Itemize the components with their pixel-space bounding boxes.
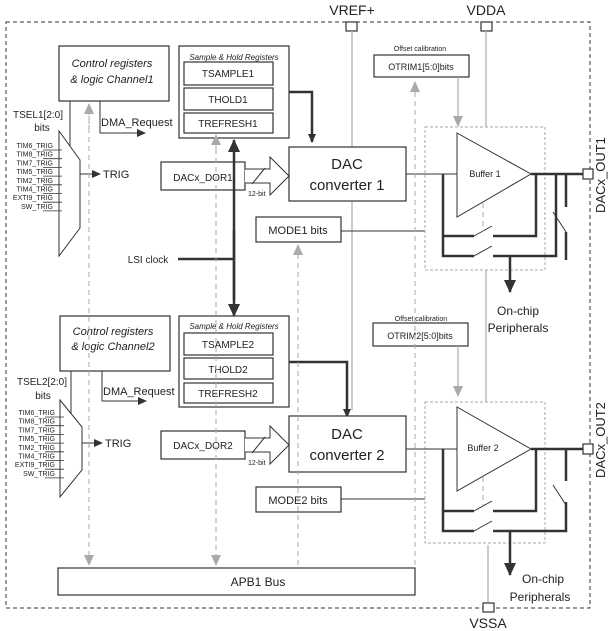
mode1-register xyxy=(255,216,342,243)
thold2-register xyxy=(183,357,274,380)
vdda-pin-label: VDDA xyxy=(467,2,507,18)
trefresh1-label: TREFRESH1 xyxy=(198,119,258,130)
trefresh2-label: TREFRESH2 xyxy=(198,389,258,400)
onchip-peripherals-ch1-2: Peripherals xyxy=(488,321,549,335)
dma-request-ch2: DMA_Request xyxy=(103,386,175,398)
bus-width-ch1: 12-bit xyxy=(248,191,266,198)
dac2-label: DAC xyxy=(331,426,363,443)
otrim1-register xyxy=(373,54,470,78)
trigger-source: TIM2_TRIG xyxy=(18,445,55,452)
trig-ch1-label: TRIG xyxy=(103,169,129,181)
vref-pin-label: VREF+ xyxy=(329,2,375,18)
thold1-register xyxy=(183,87,274,111)
vssa-pin xyxy=(482,602,495,613)
dor1-bus-arrow xyxy=(245,155,290,197)
vdda-pin xyxy=(480,21,493,32)
dor2-register xyxy=(160,430,246,460)
onchip-peripherals-ch1: On-chip xyxy=(497,304,539,318)
dor2-bus-arrow xyxy=(245,424,290,466)
trigger-source: TIM7_TRIG xyxy=(16,160,53,167)
onchip-peripherals-ch2-2: Peripherals xyxy=(510,590,571,604)
offset-calibration-ch2-title: Offset calibration xyxy=(395,316,448,323)
dma-request-ch1: DMA_Request xyxy=(101,117,173,129)
lsi-clock-label: LSI clock xyxy=(128,255,170,266)
trigger-source: TIM4_TRIG xyxy=(18,454,55,461)
tsel1-bits-label: bits xyxy=(34,123,50,134)
tsample1-label: TSAMPLE1 xyxy=(202,69,255,80)
tsel1-label: TSEL1[2:0] xyxy=(13,110,63,121)
onchip-peripherals-ch2: On-chip xyxy=(522,572,564,586)
trigger-source: TIM6_TRIG xyxy=(18,410,55,417)
dac-converter-2 xyxy=(288,415,407,473)
tsel2-label: TSEL2[2:0] xyxy=(17,377,67,388)
control-ch1-label: Control registers xyxy=(72,58,153,70)
buffer2-region xyxy=(424,401,546,544)
tsample1-register xyxy=(183,61,274,86)
trigger-source: TIM5_TRIG xyxy=(18,436,55,443)
trigger-source: EXTI9_TRIG xyxy=(15,462,55,469)
trigger-source: TIM2_TRIG xyxy=(16,178,53,185)
dac-peripheral-boundary xyxy=(5,21,591,609)
trigger-source: TIM7_TRIG xyxy=(18,427,55,434)
control-ch2-label-2: & logic Channel2 xyxy=(71,341,154,353)
dac-out1-label: DACx_OUT1 xyxy=(593,137,608,213)
apb1-bus-label: APB1 Bus xyxy=(231,575,286,589)
channel1-group: Control registers & logic Channel1 TSEL1… xyxy=(13,45,608,335)
control-registers-ch2 xyxy=(59,315,171,372)
buffer2-label: Buffer 2 xyxy=(467,443,498,453)
dac-out1-pin xyxy=(582,168,594,180)
offset-calibration-ch1-title: Offset calibration xyxy=(394,46,447,53)
dor1-label: DACx_DOR1 xyxy=(173,173,233,184)
apb1-bus xyxy=(57,567,416,596)
trigger-source: TIM4_TRIG xyxy=(16,187,53,194)
dac1-label-2: converter 1 xyxy=(309,177,384,194)
trefresh1-register xyxy=(183,112,274,134)
trig-ch2-label: TRIG xyxy=(105,438,131,450)
channel2-group: Control registers & logic Channel2 TSEL2… xyxy=(15,315,608,604)
trigger-source: TIM6_TRIG xyxy=(16,143,53,150)
sample-hold-title-ch2: Sample & Hold Registers xyxy=(189,322,278,331)
thold1-label: THOLD1 xyxy=(208,95,248,106)
otrim2-label: OTRIM2[5:0]bits xyxy=(387,331,453,341)
trigger-source: TIM8_TRIG xyxy=(16,152,53,159)
otrim1-label: OTRIM1[5:0]bits xyxy=(388,62,454,72)
trigger-source: TIM8_TRIG xyxy=(18,419,55,426)
bus-width-ch2: 12-bit xyxy=(248,460,266,467)
control-ch1-label-2: & logic Channel1 xyxy=(70,74,153,86)
buffer1-label: Buffer 1 xyxy=(469,169,500,179)
thold2-label: THOLD2 xyxy=(208,365,248,376)
trefresh2-register xyxy=(183,382,274,404)
dac1-label: DAC xyxy=(331,156,363,173)
trigger-source: SW_TRIG xyxy=(23,471,55,478)
tsel2-bits-label: bits xyxy=(35,391,51,402)
vref-pin xyxy=(345,21,358,32)
control-registers-ch1 xyxy=(58,45,170,102)
buffer1-region xyxy=(424,126,546,271)
buffer1-amplifier xyxy=(456,132,533,218)
mode1-label: MODE1 bits xyxy=(268,225,328,237)
tsample2-register xyxy=(183,332,274,356)
control-ch2-label: Control registers xyxy=(73,326,154,338)
otrim2-register xyxy=(372,322,469,347)
trigger-mux-ch1 xyxy=(58,129,81,258)
sample-hold-title-ch1: Sample & Hold Registers xyxy=(189,53,278,62)
trigger-source: EXTI9_TRIG xyxy=(13,195,53,202)
dac2-label-2: converter 2 xyxy=(309,447,384,464)
dor2-label: DACx_DOR2 xyxy=(173,441,233,452)
dac-converter-1 xyxy=(288,146,407,202)
dac-out2-label: DACx_OUT2 xyxy=(593,402,608,478)
dor1-register xyxy=(160,161,246,191)
vssa-pin-label: VSSA xyxy=(469,615,507,631)
trigger-source: TIM5_TRIG xyxy=(16,169,53,176)
dac-out2-pin xyxy=(582,443,594,455)
trigger-source: SW_TRIG xyxy=(21,204,53,211)
tsample2-label: TSAMPLE2 xyxy=(202,340,255,351)
trigger-mux-ch2 xyxy=(59,398,83,499)
